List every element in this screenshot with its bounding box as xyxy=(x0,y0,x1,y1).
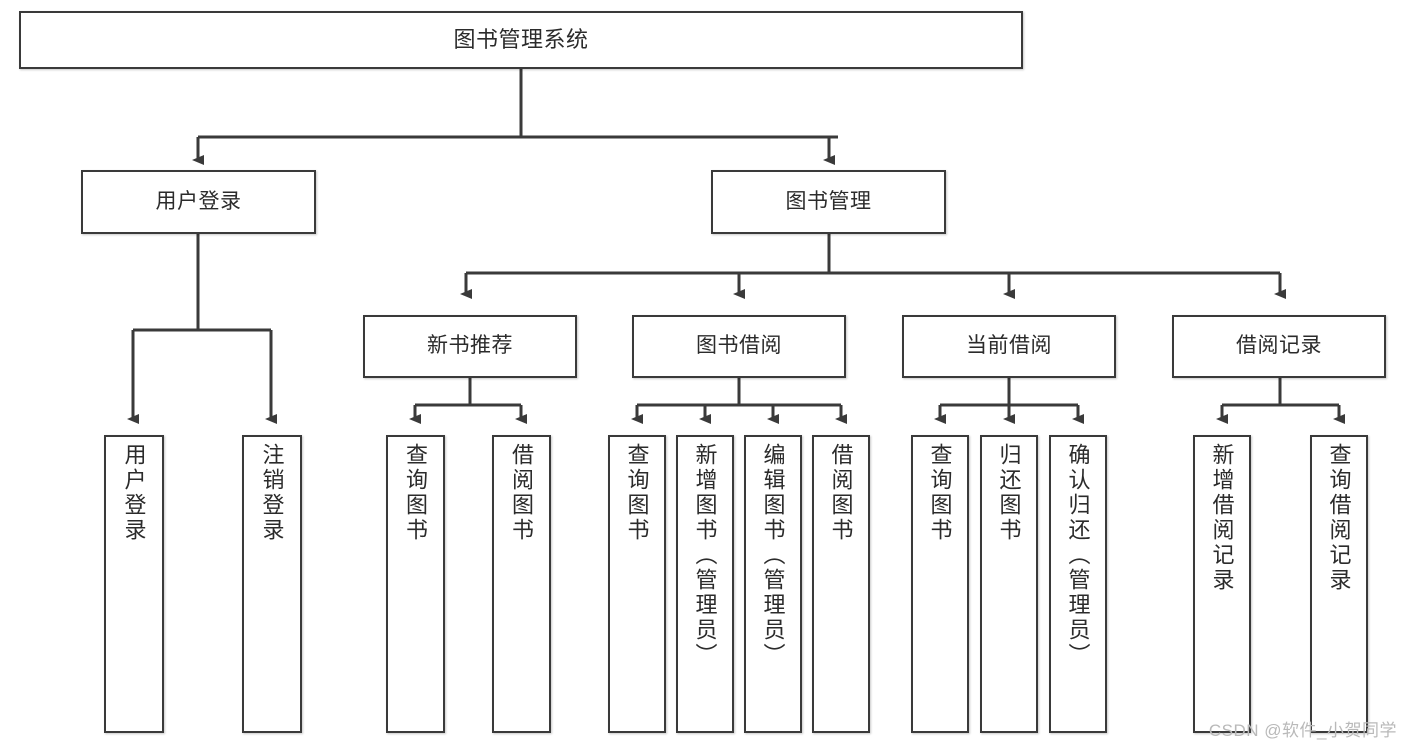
node-current-borrow[interactable]: 当前借阅 xyxy=(902,315,1116,378)
node-leaf-borrow-book-1-label: 借阅图书 xyxy=(509,443,535,543)
node-leaf-confirm-return-label: 确认归还（管理员） xyxy=(1065,443,1091,668)
node-current-borrow-label: 当前借阅 xyxy=(966,334,1052,358)
watermark-text: CSDN @软件_小贺同学 xyxy=(1208,721,1397,740)
node-book-management-label: 图书管理 xyxy=(785,189,872,213)
node-leaf-query-book-1-label: 查询图书 xyxy=(403,443,429,543)
node-leaf-logout-login-label: 注销登录 xyxy=(259,443,285,543)
node-leaf-query-book-2-label: 查询图书 xyxy=(624,443,650,543)
node-leaf-query-book-3[interactable]: 查询图书 xyxy=(911,435,969,733)
node-leaf-user-login-label: 用户登录 xyxy=(121,443,147,543)
node-leaf-add-record-label: 新增借阅记录 xyxy=(1209,443,1235,593)
node-book-borrow-label: 图书借阅 xyxy=(696,334,782,358)
node-book-borrow[interactable]: 图书借阅 xyxy=(632,315,846,378)
node-leaf-user-login[interactable]: 用户登录 xyxy=(104,435,164,733)
node-leaf-query-record[interactable]: 查询借阅记录 xyxy=(1310,435,1368,733)
node-leaf-return-book-label: 归还图书 xyxy=(996,443,1022,543)
node-book-management[interactable]: 图书管理 xyxy=(711,170,946,234)
node-leaf-add-book[interactable]: 新增图书（管理员） xyxy=(676,435,734,733)
node-leaf-add-book-label: 新增图书（管理员） xyxy=(692,443,718,668)
node-leaf-query-book-2[interactable]: 查询图书 xyxy=(608,435,666,733)
node-leaf-query-book-3-label: 查询图书 xyxy=(927,443,953,543)
node-leaf-add-record[interactable]: 新增借阅记录 xyxy=(1193,435,1251,733)
node-leaf-borrow-book-2-label: 借阅图书 xyxy=(828,443,854,543)
node-leaf-query-record-label: 查询借阅记录 xyxy=(1326,443,1352,593)
node-user-login-label: 用户登录 xyxy=(155,189,242,213)
node-root[interactable]: 图书管理系统 xyxy=(19,11,1023,69)
node-borrow-record-label: 借阅记录 xyxy=(1236,334,1322,358)
node-leaf-confirm-return[interactable]: 确认归还（管理员） xyxy=(1049,435,1107,733)
node-borrow-record[interactable]: 借阅记录 xyxy=(1172,315,1386,378)
node-leaf-edit-book-label: 编辑图书（管理员） xyxy=(760,443,786,668)
node-root-label: 图书管理系统 xyxy=(453,27,589,53)
node-new-book-recommend[interactable]: 新书推荐 xyxy=(363,315,577,378)
node-leaf-query-book-1[interactable]: 查询图书 xyxy=(386,435,445,733)
node-leaf-borrow-book-2[interactable]: 借阅图书 xyxy=(812,435,870,733)
node-leaf-logout-login[interactable]: 注销登录 xyxy=(242,435,302,733)
node-new-book-recommend-label: 新书推荐 xyxy=(427,334,513,358)
node-leaf-edit-book[interactable]: 编辑图书（管理员） xyxy=(744,435,802,733)
node-user-login[interactable]: 用户登录 xyxy=(81,170,316,234)
node-leaf-borrow-book-1[interactable]: 借阅图书 xyxy=(492,435,551,733)
node-leaf-return-book[interactable]: 归还图书 xyxy=(980,435,1038,733)
